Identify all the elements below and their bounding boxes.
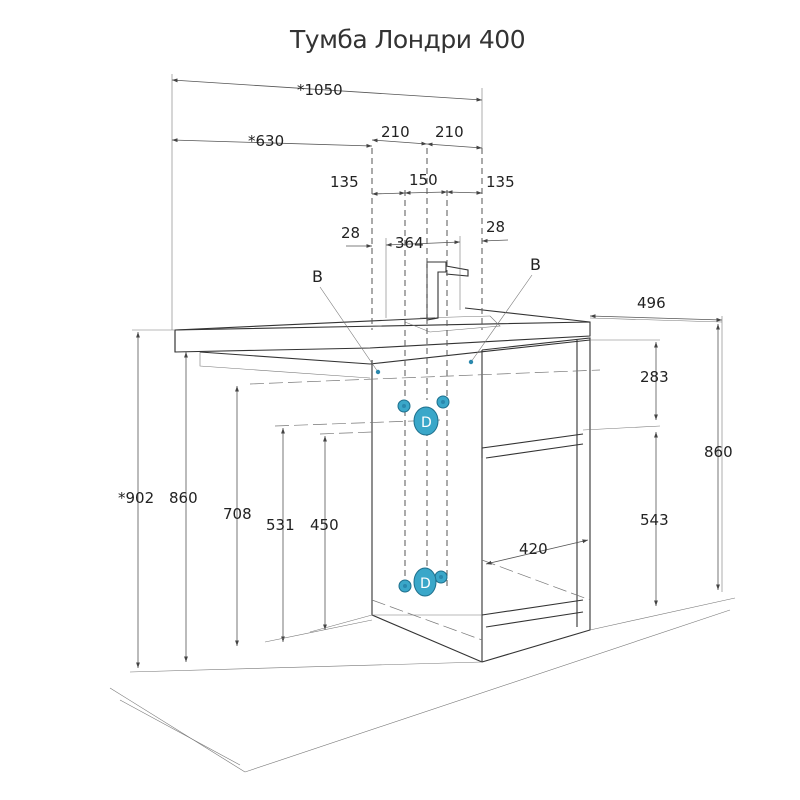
drain-marker: D xyxy=(420,576,431,592)
svg-text:210: 210 xyxy=(435,123,464,141)
svg-text:28: 28 xyxy=(341,224,360,242)
dim-inlets: 135 150 135 xyxy=(330,171,515,196)
svg-text:*902: *902 xyxy=(118,489,154,507)
svg-text:450: 450 xyxy=(310,516,339,534)
inlet-guides xyxy=(249,148,601,590)
svg-text:531: 531 xyxy=(266,516,295,534)
svg-text:496: 496 xyxy=(637,294,666,312)
svg-text:210: 210 xyxy=(381,123,410,141)
dim-height-531: 531 xyxy=(266,428,295,642)
floor-lines xyxy=(109,597,736,773)
countertop xyxy=(174,307,591,379)
svg-text:283: 283 xyxy=(640,368,669,386)
drain-hole-icon xyxy=(413,406,439,436)
svg-text:420: 420 xyxy=(519,540,548,558)
svg-text:150: 150 xyxy=(409,171,438,189)
drain-hole-icon xyxy=(413,567,437,597)
lower-connections: D xyxy=(398,567,448,597)
svg-text:708: 708 xyxy=(223,505,252,523)
cabinet-front xyxy=(371,337,591,663)
drain-marker: D xyxy=(421,415,432,431)
dim-drawer-top: 283 xyxy=(582,339,669,431)
dim-height-708: 708 xyxy=(223,386,252,646)
dim-height-right: 860 xyxy=(704,316,733,592)
svg-text:860: 860 xyxy=(169,489,198,507)
svg-text:543: 543 xyxy=(640,511,669,529)
svg-text:28: 28 xyxy=(486,218,505,236)
marker-b-left: B xyxy=(312,267,381,375)
dim-height-left: 860 xyxy=(169,352,198,662)
svg-text:364: 364 xyxy=(395,234,424,252)
svg-text:*1050: *1050 xyxy=(297,81,343,99)
drawing-title: Тумба Лондри 400 xyxy=(289,25,525,54)
upper-connections: D xyxy=(397,395,450,436)
dim-overall-width: *1050 xyxy=(171,74,483,330)
svg-text:860: 860 xyxy=(704,443,733,461)
dim-height-450: 450 xyxy=(310,436,339,630)
dim-drawer-bottom: 543 xyxy=(640,432,669,606)
dim-depth: 496 xyxy=(589,294,723,323)
marker-b-right: B xyxy=(468,255,541,365)
dim-offsets: 210 210 xyxy=(371,123,483,150)
dim-height-total-left: *902 xyxy=(118,329,175,668)
svg-text:*630: *630 xyxy=(248,132,284,150)
dim-top-width: *630 xyxy=(171,132,373,150)
svg-text:B: B xyxy=(530,255,541,274)
dim-basin: 28 364 28 xyxy=(341,218,509,318)
svg-text:B: B xyxy=(312,267,323,286)
svg-text:135: 135 xyxy=(486,173,515,191)
svg-text:135: 135 xyxy=(330,173,359,191)
dim-cabinet-width: 420 xyxy=(485,539,589,565)
